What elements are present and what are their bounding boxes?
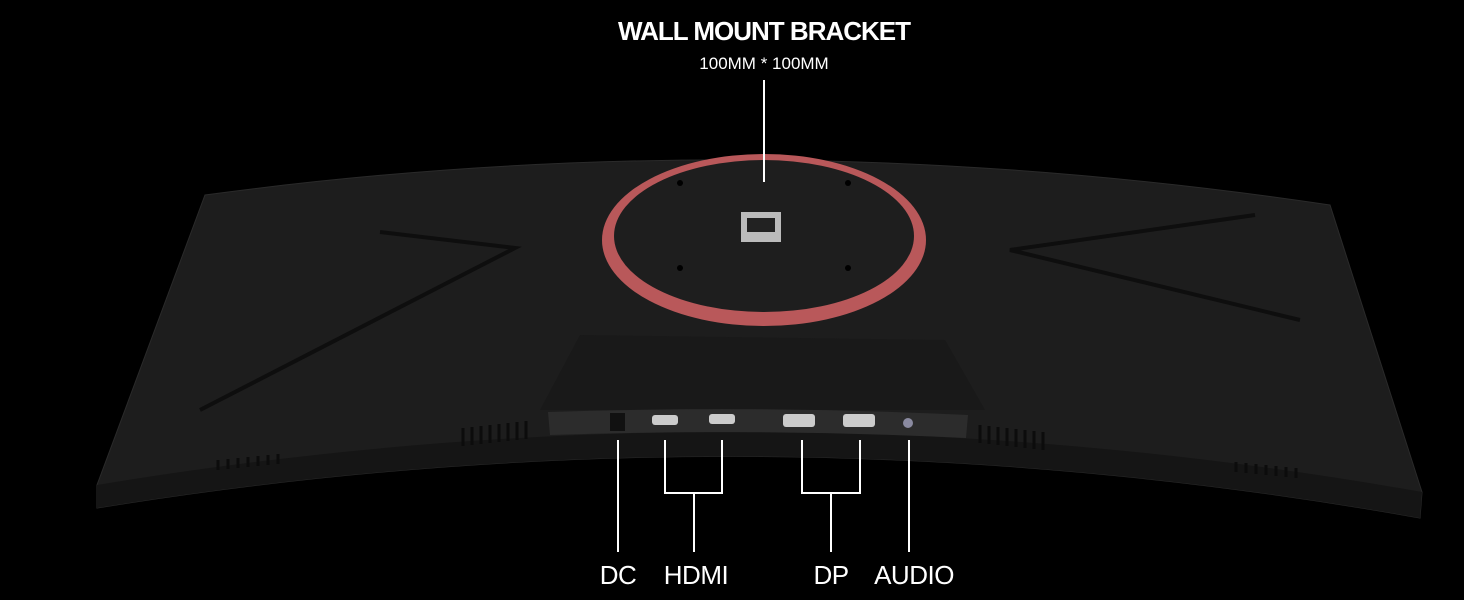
dp-label: DP — [813, 560, 849, 590]
stand-latch-slot — [747, 218, 775, 232]
hdmi-port-1 — [652, 415, 678, 425]
dp-port-2 — [843, 414, 875, 427]
hdmi-port-2 — [709, 414, 735, 424]
monitor-bottom-lip — [97, 431, 1422, 518]
audio-jack — [903, 418, 913, 428]
vents — [216, 421, 1298, 478]
port-housing — [540, 335, 985, 410]
dc-port — [610, 413, 625, 431]
audio-label: AUDIO — [874, 560, 954, 590]
hdmi-label: HDMI — [663, 560, 729, 590]
callout-lines — [617, 80, 910, 552]
left-groove — [199, 230, 522, 412]
wall-mount-size: 100MM * 100MM — [699, 54, 829, 73]
dc-label: DC — [599, 560, 637, 590]
dp-port-1 — [783, 414, 815, 427]
right-groove — [1009, 213, 1301, 322]
wall-mount-title: WALL MOUNT BRACKET — [617, 16, 911, 46]
